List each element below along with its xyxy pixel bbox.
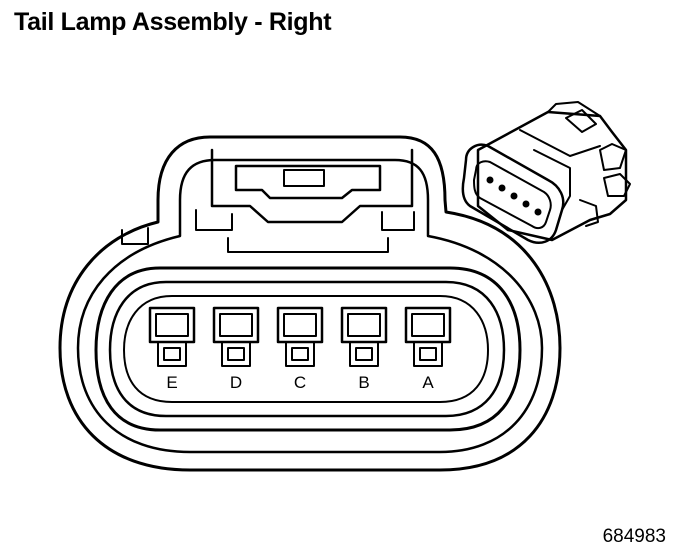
figure-number: 684983	[602, 526, 666, 547]
terminal-c	[276, 306, 324, 367]
connector-outer-shell	[58, 135, 562, 472]
terminal-a	[404, 306, 452, 367]
pin-label-c: C	[294, 373, 306, 392]
latch-housing	[210, 148, 414, 224]
terminal-d	[212, 306, 260, 367]
connector-inner-shell	[76, 158, 544, 454]
terminal-cavity	[94, 266, 522, 432]
terminal-e	[148, 306, 196, 367]
diagram-title: Tail Lamp Assembly - Right	[14, 8, 332, 36]
terminal-b	[340, 306, 388, 367]
pin-label-a: A	[422, 373, 434, 392]
pin-label-e: E	[166, 373, 177, 392]
connector-face	[58, 135, 562, 472]
terminal-row	[148, 306, 452, 367]
pin-labels: E D C B A	[166, 373, 434, 392]
connector-isometric-view	[461, 101, 631, 244]
pin-label-d: D	[230, 373, 242, 392]
pin-label-b: B	[358, 373, 369, 392]
